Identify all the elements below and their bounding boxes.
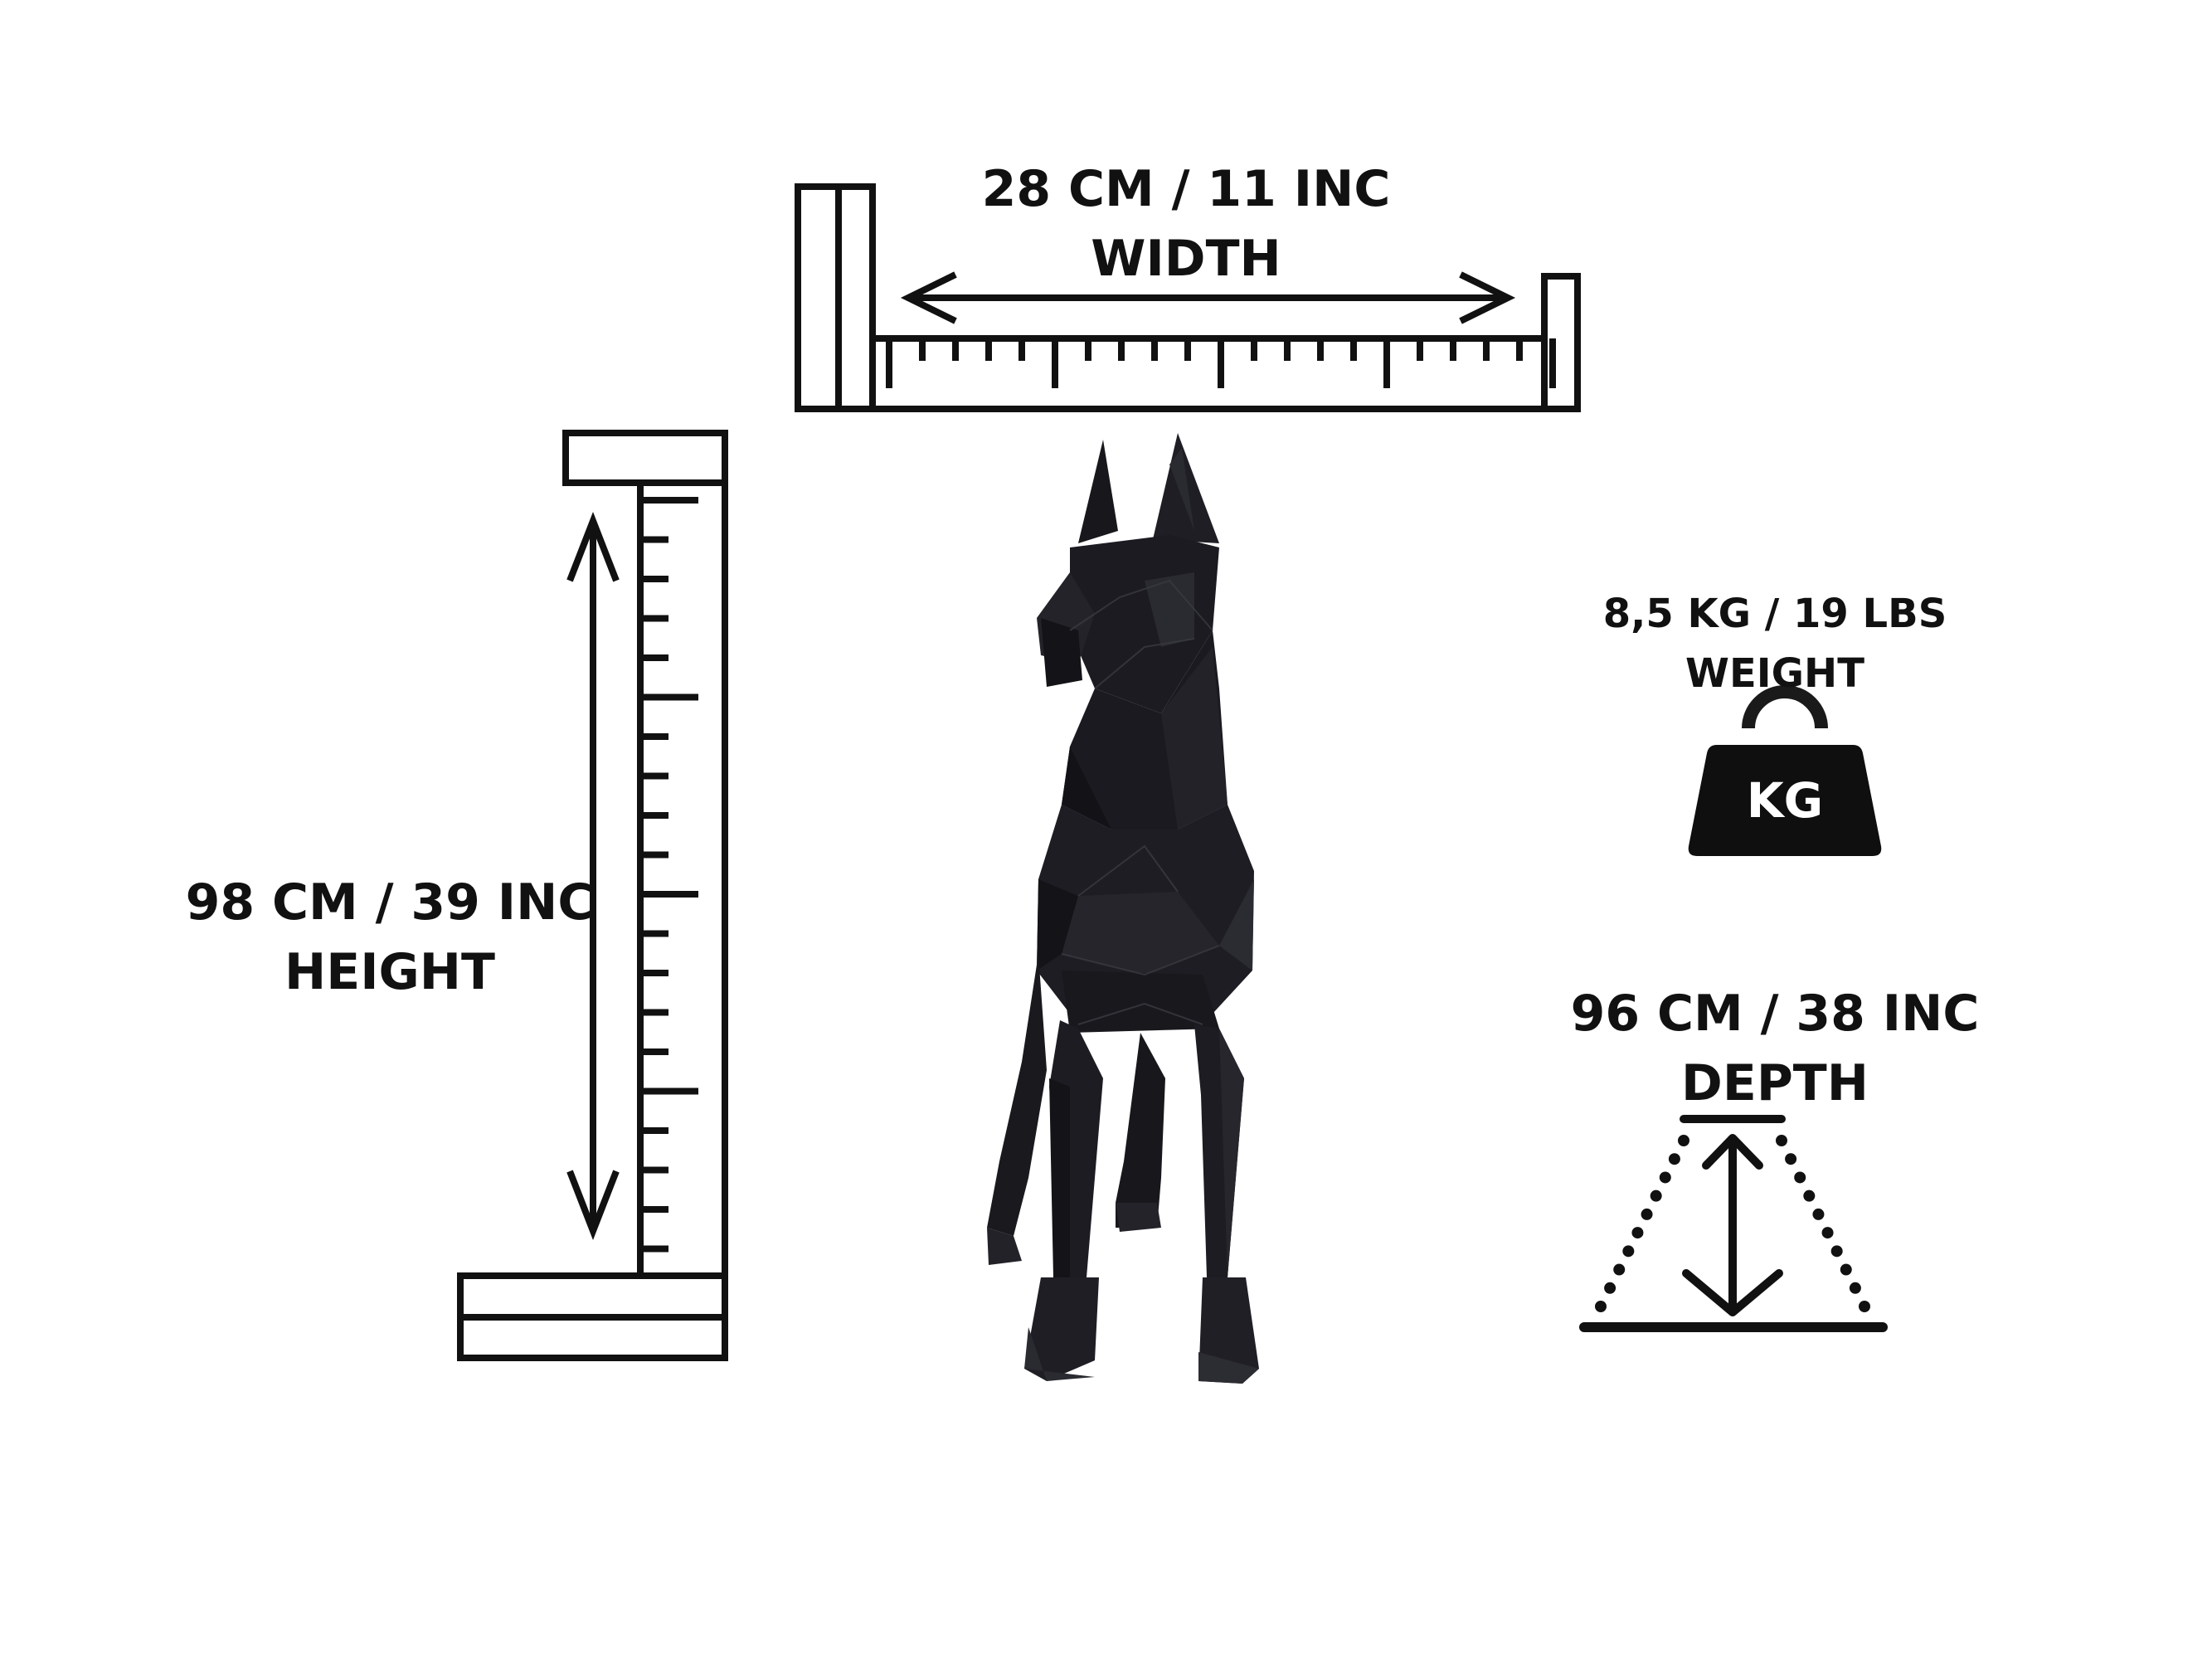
- depth-title-label: DEPTH: [1681, 1054, 1869, 1112]
- depth-dot: [1812, 1208, 1825, 1220]
- depth-dot: [1668, 1153, 1680, 1165]
- depth-dot: [1595, 1301, 1607, 1312]
- depth-dot: [1785, 1153, 1797, 1165]
- depth-dot: [1613, 1263, 1626, 1276]
- depth-dot: [1821, 1227, 1834, 1239]
- kg-badge-text: KG: [1746, 772, 1824, 829]
- width-value-label: 28 CM / 11 INC: [981, 160, 1391, 218]
- depth-dot: [1622, 1245, 1635, 1258]
- vertical-ruler-icon: [457, 430, 728, 1361]
- weight-value-label: 8,5 KG / 19 LBS: [1602, 591, 1947, 637]
- low-poly-doberman-sculpture: [987, 433, 1259, 1384]
- depth-dot: [1794, 1171, 1806, 1184]
- depth-dot: [1803, 1190, 1816, 1202]
- depth-dot: [1631, 1227, 1644, 1239]
- kettlebell-weight-icon: [1688, 685, 1882, 856]
- horizontal-ruler-icon: [795, 183, 1581, 412]
- depth-dots: [1595, 1135, 1870, 1312]
- depth-dot: [1840, 1263, 1852, 1276]
- height-ticks: [640, 497, 698, 1253]
- depth-dot: [1859, 1301, 1870, 1312]
- width-ticks: [886, 338, 1556, 388]
- depth-dot: [1678, 1135, 1689, 1146]
- depth-value-label: 96 CM / 38 INC: [1570, 985, 1980, 1043]
- depth-arrow-icon: [1579, 1115, 1888, 1332]
- depth-dot: [1776, 1135, 1787, 1146]
- depth-dot: [1830, 1245, 1843, 1258]
- depth-dot: [1659, 1171, 1671, 1184]
- depth-dot: [1641, 1208, 1653, 1220]
- width-title-label: WIDTH: [1091, 230, 1281, 288]
- height-title-label: HEIGHT: [284, 943, 495, 1001]
- depth-dot: [1604, 1282, 1616, 1294]
- depth-dot: [1650, 1190, 1662, 1202]
- height-value-label: 98 CM / 39 INC: [185, 873, 595, 932]
- depth-dot: [1849, 1282, 1861, 1294]
- weight-title-label: WEIGHT: [1685, 650, 1864, 697]
